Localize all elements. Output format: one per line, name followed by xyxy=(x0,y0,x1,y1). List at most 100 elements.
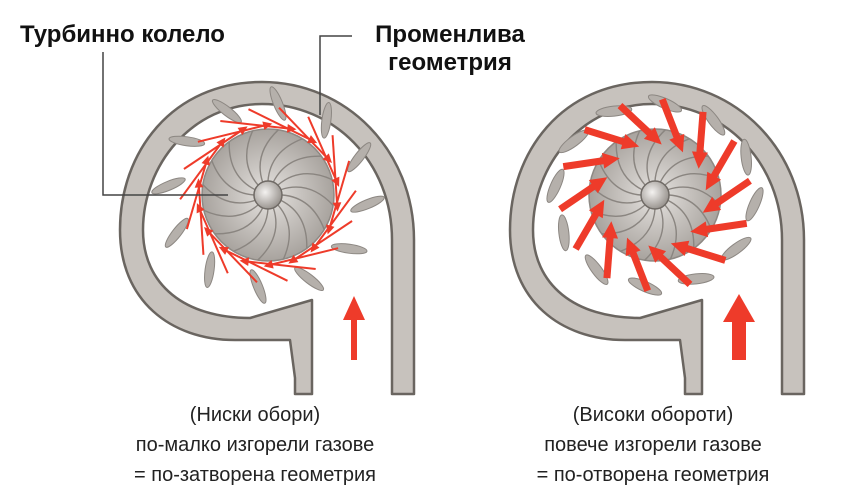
left-vane-ring xyxy=(151,86,385,304)
guide-vane xyxy=(350,195,385,213)
left-housing xyxy=(118,80,416,396)
wheel-blade xyxy=(211,160,255,196)
wheel-blade xyxy=(214,207,264,235)
flow-arrow-head xyxy=(602,221,619,239)
right-caption-line2: повече изгорели газове xyxy=(544,434,762,456)
left-caption-line3: = по-затворена геометрия xyxy=(134,464,376,486)
left-turbine xyxy=(102,35,416,396)
flow-arrow-shaft xyxy=(179,141,223,200)
flow-arrow-shaft xyxy=(328,160,351,229)
flow-arrow-shaft xyxy=(183,128,244,170)
turbine-wheel-label: Турбинно колело xyxy=(20,21,225,48)
flow-arrow-head xyxy=(588,199,605,219)
variable-geometry-label: Променлива геометрия xyxy=(360,21,540,77)
wheel-blade xyxy=(280,186,334,206)
flow-arrow-shaft xyxy=(708,139,738,183)
wheel-blade xyxy=(233,208,269,252)
wheel-blade xyxy=(202,184,256,204)
wheel-blade xyxy=(633,130,646,186)
guide-vane xyxy=(745,187,764,222)
flow-arrow-head xyxy=(690,221,709,238)
flow-arrow-shaft xyxy=(627,246,652,292)
wheel-blade xyxy=(646,129,666,183)
wheel-blade xyxy=(272,155,322,183)
wheel-blade xyxy=(654,138,690,182)
flow-arrow-shaft xyxy=(269,247,339,266)
flow-arrow-shaft xyxy=(653,250,693,287)
flow-arrow-shaft xyxy=(583,126,630,147)
guide-vane xyxy=(164,217,189,248)
flow-arrow-head xyxy=(218,246,229,255)
flow-arrow-shaft xyxy=(220,120,291,130)
flow-arrow-head xyxy=(588,177,608,194)
wheel-hub xyxy=(253,180,283,210)
left-exhaust-arrow xyxy=(343,296,365,360)
wheel-blade xyxy=(620,208,656,252)
flow-arrow-shaft xyxy=(245,260,316,270)
wheel-blade xyxy=(644,207,664,261)
guide-vane xyxy=(557,214,570,252)
guide-vane xyxy=(294,266,325,291)
flow-arrow-shaft xyxy=(313,190,357,249)
flow-arrow-shaft xyxy=(562,156,610,171)
wheel-blade xyxy=(598,160,642,196)
right-exhaust-arrow xyxy=(723,294,755,360)
flow-arrow-head xyxy=(310,242,320,253)
guide-vane xyxy=(546,168,565,203)
left-caption-line1: (Ниски обори) xyxy=(189,404,321,426)
flow-arrow-shaft xyxy=(307,116,338,182)
wheel-blade xyxy=(259,129,279,183)
guide-vane xyxy=(320,101,332,139)
guide-vane xyxy=(330,243,368,255)
flow-arrow-head xyxy=(239,257,250,266)
wheel-blade xyxy=(277,204,290,260)
flow-arrow-head xyxy=(625,237,641,257)
flow-arrow-shaft xyxy=(680,243,727,264)
flow-arrow-shaft xyxy=(658,98,683,144)
right-turbine xyxy=(508,80,806,396)
flow-arrow-shaft xyxy=(207,230,258,283)
wheel-blade xyxy=(257,207,277,261)
left-caption: (Ниски обори) по-малко изгорели газове =… xyxy=(90,400,420,490)
turbine-wheel-callout-line xyxy=(102,52,228,196)
wheel-blade xyxy=(664,204,677,260)
flow-arrow-head xyxy=(670,240,690,257)
flow-arrow-shaft xyxy=(198,208,229,274)
wheel-blade xyxy=(277,173,333,186)
wheel-blade xyxy=(267,138,303,182)
flow-arrow-head xyxy=(691,151,708,169)
flow-arrow-head xyxy=(620,133,640,150)
guide-vane xyxy=(168,135,206,147)
right-housing xyxy=(508,80,806,396)
flow-arrow-shaft xyxy=(572,207,602,251)
flow-arrow-shaft xyxy=(700,219,748,234)
wheel-blade xyxy=(615,141,643,191)
wheel-blade xyxy=(280,199,308,249)
flow-arrow-head xyxy=(601,152,620,169)
flow-arrow-head xyxy=(669,133,685,153)
right-caption-line1: (Високи обороти) xyxy=(572,404,734,426)
flow-arrow-shaft xyxy=(197,124,267,143)
flow-arrow-head xyxy=(216,137,226,148)
guide-vane xyxy=(151,177,186,195)
left-turbine-wheel xyxy=(201,128,335,262)
flow-arrow-head xyxy=(648,245,667,263)
wheel-blade xyxy=(228,141,256,191)
wheel-blade xyxy=(281,194,325,230)
flow-arrow-shaft xyxy=(558,180,601,213)
flow-arrow-head xyxy=(307,135,318,144)
flow-arrow-head xyxy=(705,171,722,191)
flow-arrow-shaft xyxy=(331,135,339,206)
flow-arrow-head xyxy=(286,124,297,133)
flow-arrow-shaft xyxy=(696,111,707,159)
wheel-blade xyxy=(246,130,259,186)
wheel-blade xyxy=(203,204,259,217)
right-caption-line3: = по-отворена геометрия xyxy=(536,464,770,486)
flow-arrow-shaft xyxy=(709,177,752,210)
guide-vane xyxy=(740,138,753,176)
variable-geometry-label-line2: геометрия xyxy=(388,49,512,76)
flow-arrow-shaft xyxy=(617,103,657,140)
wheel-hub xyxy=(640,180,670,210)
flow-arrow-head xyxy=(332,202,342,212)
left-caption-line2: по-малко изгорели газове xyxy=(135,434,375,456)
